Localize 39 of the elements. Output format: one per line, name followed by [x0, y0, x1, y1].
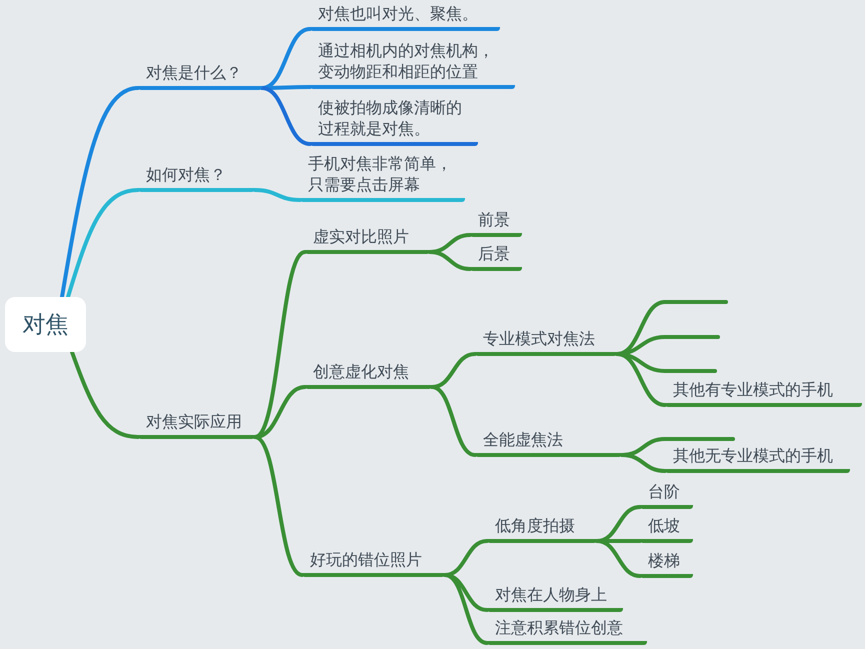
underlined-topic: 对焦在人物身上	[487, 585, 623, 612]
underlined-topic: 手机对焦非常简单，只需要点击屏幕	[300, 154, 465, 202]
branch-underline	[665, 300, 728, 304]
underlined-topic: 通过相机内的对焦机构，变动物距和相距的位置	[310, 41, 515, 89]
underlined-topic: 台阶	[640, 482, 693, 509]
root-topic-box: 对焦	[5, 297, 86, 352]
underlined-topic: 虚实对比照片	[305, 227, 430, 254]
underlined-topic: 对焦是什么？	[138, 63, 262, 90]
underlined-topic: 专业模式对焦法	[475, 329, 617, 356]
underlined-topic: 其他无专业模式的手机	[665, 446, 850, 473]
branch-line	[615, 352, 667, 407]
branch-line	[260, 86, 312, 146]
branch-line	[66, 188, 140, 299]
underlined-topic: 低角度拍摄	[487, 516, 597, 543]
underlined-topic: 对焦也叫对光、聚焦。	[310, 4, 500, 31]
branch-line	[253, 188, 302, 202]
branch-underline	[665, 437, 735, 441]
underlined-topic: 其他有专业模式的手机	[665, 380, 862, 407]
underlined-topic: 创意虚化对焦	[305, 362, 432, 389]
branch-line	[70, 350, 140, 439]
branch-line	[595, 539, 642, 578]
branch-line	[60, 86, 140, 299]
underlined-topic: 注意积累错位创意	[487, 618, 647, 645]
branch-line	[443, 573, 489, 645]
underlined-topic: 低坡	[640, 516, 693, 543]
underlined-topic: 楼梯	[640, 551, 693, 578]
branch-underline	[665, 335, 720, 339]
underlined-topic: 对焦实际应用	[138, 412, 255, 439]
underlined-topic: 好玩的错位照片	[302, 550, 445, 577]
branch-line	[253, 435, 304, 577]
branch-line	[428, 250, 472, 271]
underlined-topic: 使被拍物成像清晰的过程就是对焦。	[310, 98, 478, 146]
branch-line	[430, 385, 477, 457]
underlined-topic: 全能虚焦法	[475, 430, 622, 457]
underlined-topic: 如何对焦？	[138, 165, 255, 192]
underlined-topic: 后景	[470, 244, 522, 271]
underlined-topic: 前景	[470, 210, 522, 237]
branch-line	[620, 453, 667, 473]
branch-underline	[665, 369, 717, 373]
